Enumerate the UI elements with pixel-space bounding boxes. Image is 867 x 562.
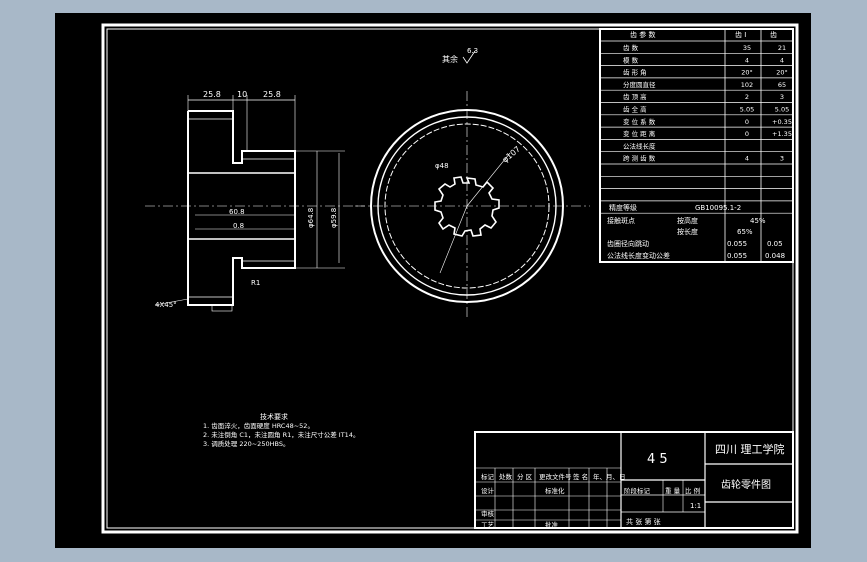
- tb-label-count: 处数: [499, 472, 513, 481]
- param-row-label: 齿 全 高: [623, 105, 647, 114]
- param-row-value-2: 3: [780, 93, 784, 101]
- param-row-value-2: 20°: [776, 69, 788, 77]
- param-header-2: 齿: [770, 31, 777, 39]
- param-row-value-2: 65: [778, 81, 786, 89]
- param-row-value-2: 21: [778, 44, 786, 52]
- outer-frame: [101, 23, 799, 534]
- param-row-label: 变 位 距 离: [623, 129, 656, 138]
- tb-label-date: 年、月、日: [593, 472, 626, 481]
- pitch-circle: [377, 116, 557, 296]
- variation-label: 公法线长度变动公差: [607, 251, 670, 260]
- param-row-value-2: 3: [780, 155, 784, 163]
- notes-heading: 技术要求: [260, 412, 288, 421]
- param-row-value-1: 4: [745, 56, 749, 64]
- param-row-value-1: 4: [745, 155, 749, 163]
- technical-notes: 技术要求 1. 齿面淬火，齿面硬度 HRC48~52。 2. 未注倒角 C1，未…: [203, 412, 359, 448]
- tb-label-standard: 标准化: [545, 486, 565, 495]
- runout-v2: 0.05: [767, 240, 783, 248]
- tb-label-zone: 分 区: [517, 472, 533, 481]
- chamfer-label: 4X45°: [155, 301, 177, 309]
- tb-label-scale: 比 例: [685, 486, 700, 495]
- variation-v2: 0.048: [765, 252, 785, 260]
- tb-label-weight: 重 量: [665, 487, 681, 495]
- note-line-1: 1. 齿面淬火，齿面硬度 HRC48~52。: [203, 421, 314, 430]
- outer-circle: [370, 109, 564, 303]
- tb-school: 四川 理工学院: [715, 442, 785, 456]
- param-row-label: 齿 形 角: [623, 68, 647, 77]
- param-row-value-1: 0: [745, 118, 749, 126]
- tb-scale: 1:1: [690, 502, 701, 510]
- dim-text-4: 60.8: [229, 208, 245, 216]
- title-block: 4 5 四川 理工学院 齿轮零件图 1:1 标记 处数 分 区 更改文件号 签 …: [474, 431, 794, 529]
- surface-finish-value: 6.3: [467, 47, 478, 55]
- param-row-value-2: +0.35: [772, 118, 792, 126]
- contact-l: 按长度: [677, 227, 698, 236]
- param-row-value-1: 102: [741, 81, 753, 89]
- tb-label-sheets: 共 张 第 张: [626, 517, 661, 526]
- runout-label: 齿圈径向跳动: [607, 239, 649, 248]
- param-row-value-2: 4: [780, 56, 784, 64]
- tb-label-mark: 标记: [481, 472, 495, 481]
- contact-label: 接触斑点: [607, 216, 635, 225]
- dim-dia-1: φ64.8: [307, 208, 315, 228]
- accuracy-label: 精度等级: [609, 203, 637, 212]
- param-row-label: 分度圆直径: [623, 80, 656, 89]
- param-row-label: 齿 数: [623, 43, 639, 52]
- root-circle: [384, 123, 550, 289]
- param-row-label: 模 数: [623, 55, 639, 64]
- parameter-table: 齿 参 数 齿 I 齿 齿 数 35 21 模 数 4 4 齿 形 角 20° 20° 分度圆直径…: [599, 28, 794, 263]
- surface-finish-note: 其余: [442, 54, 458, 64]
- accuracy-value: GB10095.1-2: [695, 204, 741, 212]
- param-row-value-1: 5.05: [740, 106, 754, 114]
- dim-dia-2: φ59.8: [330, 208, 338, 228]
- dim-text-5: 0.8: [233, 222, 244, 230]
- note-line-2: 2. 未注倒角 C1，未注圆角 R1，未注尺寸公差 IT14。: [203, 430, 359, 439]
- bore-dim: φ107: [501, 144, 523, 164]
- param-row-label: 跨 测 齿 数: [623, 154, 656, 163]
- dim-text-1: 25.8: [203, 90, 221, 99]
- tb-label-process: 工艺: [481, 521, 495, 529]
- param-row-value-1: 20°: [741, 69, 753, 77]
- tb-material: 4 5: [647, 452, 668, 467]
- param-row-value-2: +1.35: [772, 130, 792, 138]
- spline-dim: φ48: [435, 162, 449, 170]
- param-header-1: 齿 I: [735, 31, 746, 39]
- inner-frame: [106, 28, 794, 529]
- param-row-value-1: 35: [743, 44, 751, 52]
- tb-label-review: 审核: [481, 509, 495, 518]
- drawing-svg: 25.8 10 25.8 60.8 0.8 φ64.8 φ59.8 4X45° …: [101, 23, 799, 534]
- radius-label: R1: [251, 279, 260, 287]
- front-view: φ107 φ48 其余 6.3: [355, 47, 590, 318]
- drawing-viewport[interactable]: 25.8 10 25.8 60.8 0.8 φ64.8 φ59.8 4X45° …: [55, 13, 811, 548]
- contact-l-val: 65%: [737, 228, 753, 236]
- note-line-3: 3. 调质处理 220~250HBS。: [203, 439, 289, 448]
- dim-text-3: 25.8: [263, 90, 281, 99]
- param-row-value-2: 5.05: [775, 106, 789, 114]
- tb-part-name: 齿轮零件图: [721, 478, 771, 491]
- dim-text-2: 10: [237, 90, 247, 99]
- runout-v1: 0.055: [727, 240, 747, 248]
- param-row-label: 公法线长度: [623, 141, 656, 150]
- spline-bore: [434, 176, 500, 237]
- contact-h-val: 45%: [750, 217, 766, 225]
- tb-label-stage: 阶段标记: [624, 486, 651, 495]
- tb-label-design: 设计: [481, 486, 495, 495]
- tb-label-doc: 更改文件号: [539, 472, 572, 481]
- param-row-label: 变 位 系 数: [623, 117, 656, 126]
- param-header-label: 齿 参 数: [630, 30, 655, 39]
- param-row-label: 齿 顶 高: [623, 92, 647, 101]
- tb-label-sign: 签 名: [573, 472, 588, 481]
- param-row-value-1: 0: [745, 130, 749, 138]
- section-view: 25.8 10 25.8 60.8 0.8 φ64.8 φ59.8 4X45° …: [145, 90, 365, 312]
- tb-label-approve: 批准: [545, 520, 559, 529]
- contact-h: 按高度: [677, 216, 698, 225]
- param-row-value-1: 2: [745, 93, 749, 101]
- variation-v1: 0.055: [727, 252, 747, 260]
